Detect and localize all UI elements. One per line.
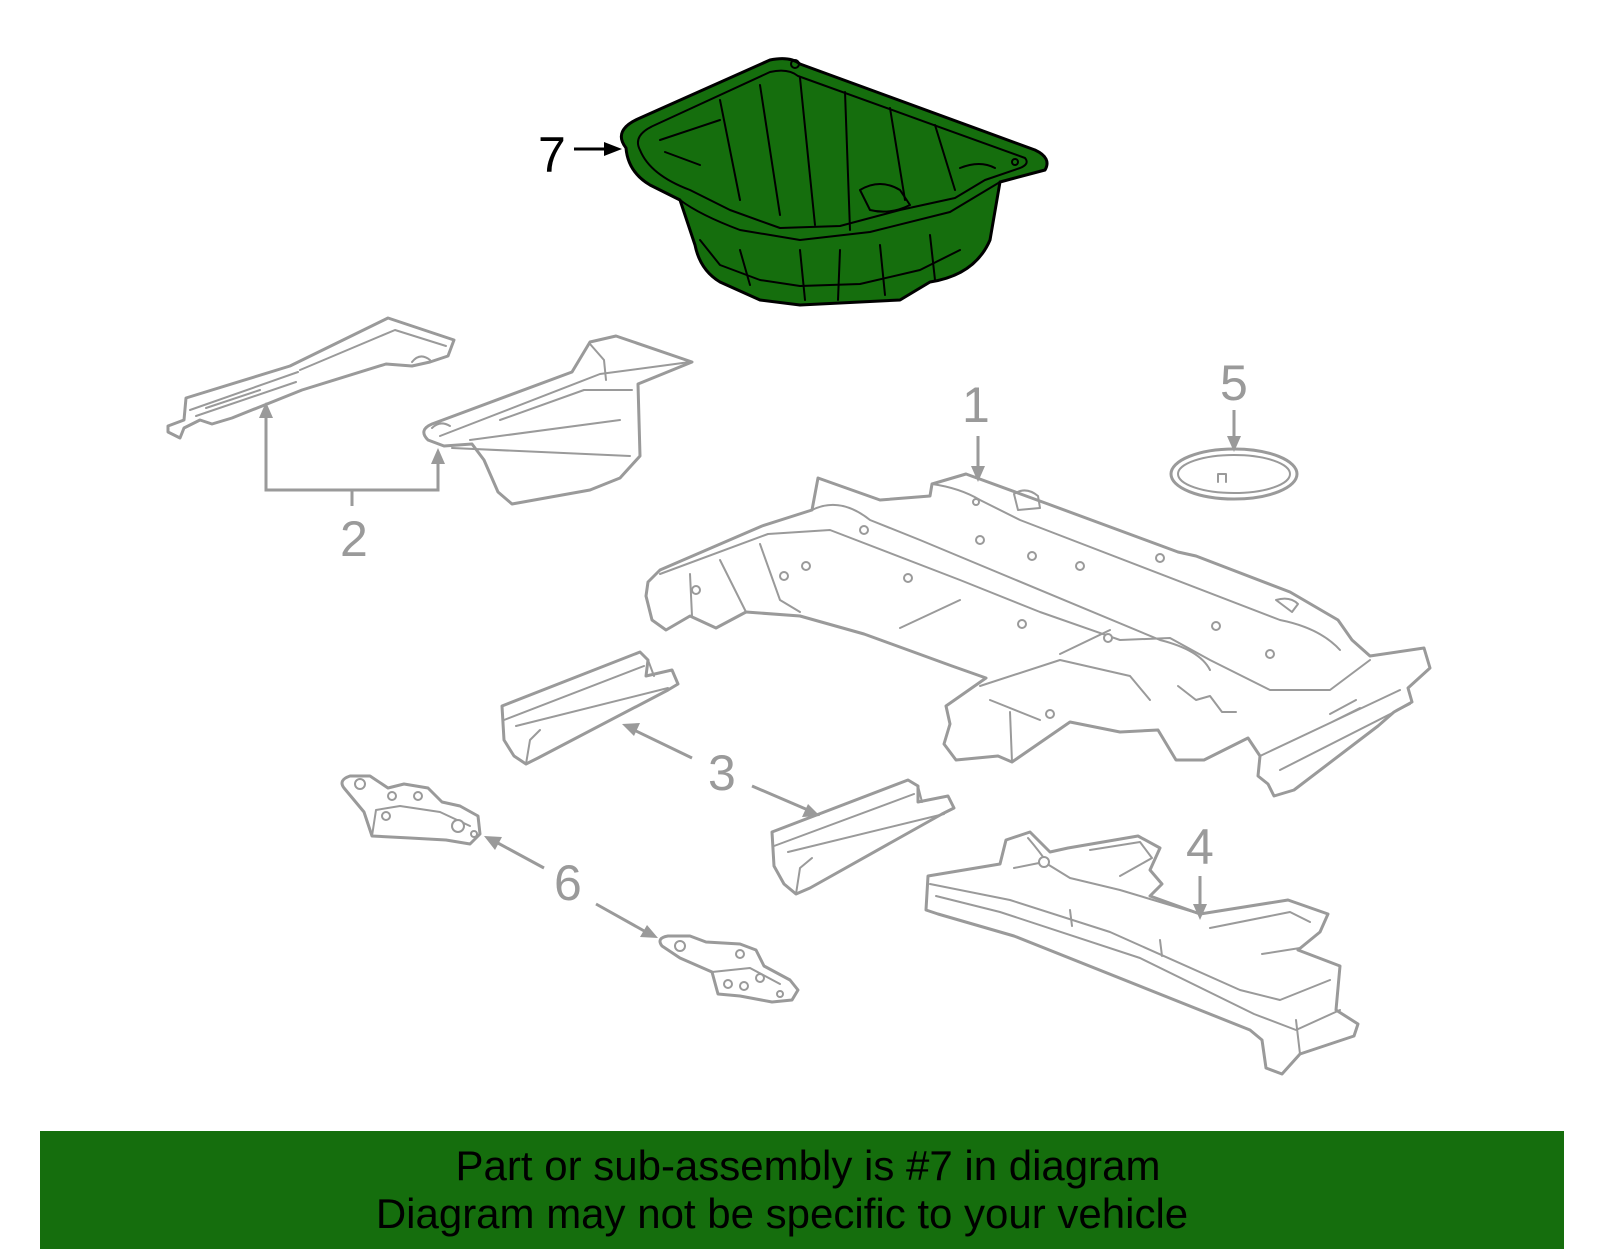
callout-7: 7 (538, 127, 622, 183)
part-2-left-member[interactable] (166, 316, 456, 440)
callout-3: 3 (622, 723, 820, 817)
part-5-ring[interactable] (1169, 447, 1299, 501)
banner-line-2: Diagram may not be specific to your vehi… (375, 1190, 1189, 1237)
part-4-rear-cross-member[interactable] (924, 830, 1360, 1076)
callout-6-label: 6 (554, 855, 582, 911)
part-3-cross-member-upper[interactable] (500, 650, 680, 766)
info-banner: Part or sub-assembly is #7 in diagram Di… (40, 1131, 1564, 1249)
callout-7-label: 7 (538, 127, 566, 183)
banner-line-1: Part or sub-assembly is #7 in diagram (455, 1142, 1161, 1189)
part-7-spare-tire-well[interactable] (619, 57, 1049, 307)
callout-5-label: 5 (1220, 355, 1248, 411)
callout-2: 2 (259, 402, 445, 567)
parts-diagram: 7 2 5 (166, 57, 1432, 1076)
callout-5: 5 (1220, 355, 1248, 452)
callout-1-label: 1 (962, 377, 990, 433)
callout-2-label: 2 (340, 511, 368, 567)
part-2-right-member[interactable] (422, 334, 694, 506)
callout-4-label: 4 (1186, 819, 1214, 875)
part-6-bracket-upper[interactable] (340, 774, 482, 846)
callout-6: 6 (484, 836, 658, 938)
callout-3-label: 3 (708, 745, 736, 801)
part-1-rear-floor-frame[interactable] (644, 472, 1432, 798)
callout-1: 1 (962, 377, 990, 482)
part-6-bracket-lower[interactable] (658, 934, 800, 1004)
callout-4: 4 (1186, 819, 1214, 920)
part-3-cross-member-lower[interactable] (770, 778, 956, 896)
